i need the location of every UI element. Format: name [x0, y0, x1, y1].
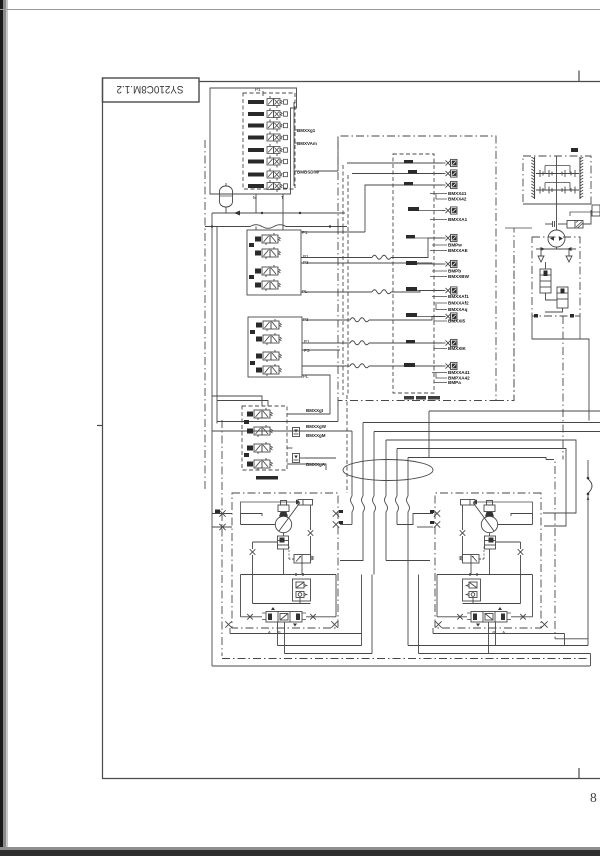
svg-text:BMPb: BMPb — [448, 269, 461, 274]
svg-text:A: A — [268, 630, 271, 635]
svg-text:P3: P3 — [304, 348, 310, 353]
svg-text:BMXVAm: BMXVAm — [297, 141, 317, 146]
svg-text:BMXXg1: BMXXg1 — [297, 128, 316, 133]
svg-text:BMXXIK: BMXXIK — [448, 346, 467, 351]
svg-text:BMXXAf2: BMXXAf2 — [448, 301, 469, 306]
svg-text:P3: P3 — [303, 317, 309, 322]
svg-text:BMXXA1: BMXXA1 — [448, 217, 468, 222]
svg-text:BMXXgW: BMXXgW — [306, 424, 327, 429]
svg-text:P3: P3 — [303, 260, 309, 265]
svg-text:SY210C8M.1.2: SY210C8M.1.2 — [117, 83, 184, 95]
svg-text:BMPw: BMPw — [448, 243, 462, 248]
svg-text:T: T — [281, 195, 284, 200]
svg-text:BMXXgt: BMXXgt — [306, 408, 324, 413]
svg-text:PL: PL — [302, 289, 308, 294]
svg-text:B: B — [278, 630, 281, 635]
svg-text:M: M — [253, 195, 257, 200]
svg-text:BMXXI5: BMXXI5 — [448, 319, 466, 324]
svg-text:BMXXA41: BMXXA41 — [448, 370, 470, 375]
svg-text:BMXX42: BMXX42 — [448, 197, 467, 202]
svg-text:BMXXAq: BMXXAq — [448, 307, 468, 312]
svg-text:P1: P1 — [304, 339, 310, 344]
svg-text:BMXXgM: BMXXgM — [306, 433, 326, 438]
svg-text:BMXXAf1: BMXXAf1 — [448, 294, 469, 299]
svg-text:BMXXBW: BMXXBW — [448, 274, 470, 279]
svg-text:BMPXA42: BMPXA42 — [448, 376, 470, 381]
svg-text:P1: P1 — [303, 254, 309, 259]
svg-text:P1: P1 — [302, 230, 308, 235]
svg-text:BMXXgA: BMXXgA — [306, 462, 326, 467]
svg-text:BMBSDlW: BMBSDlW — [297, 170, 320, 175]
svg-text:PL: PL — [303, 374, 309, 379]
svg-text:BMXX41: BMXX41 — [448, 191, 467, 196]
svg-text:BMPa: BMPa — [448, 380, 461, 385]
svg-text:P1: P1 — [255, 87, 261, 92]
svg-text:BMXXAE: BMXXAE — [448, 248, 468, 253]
svg-text:8: 8 — [590, 790, 597, 805]
